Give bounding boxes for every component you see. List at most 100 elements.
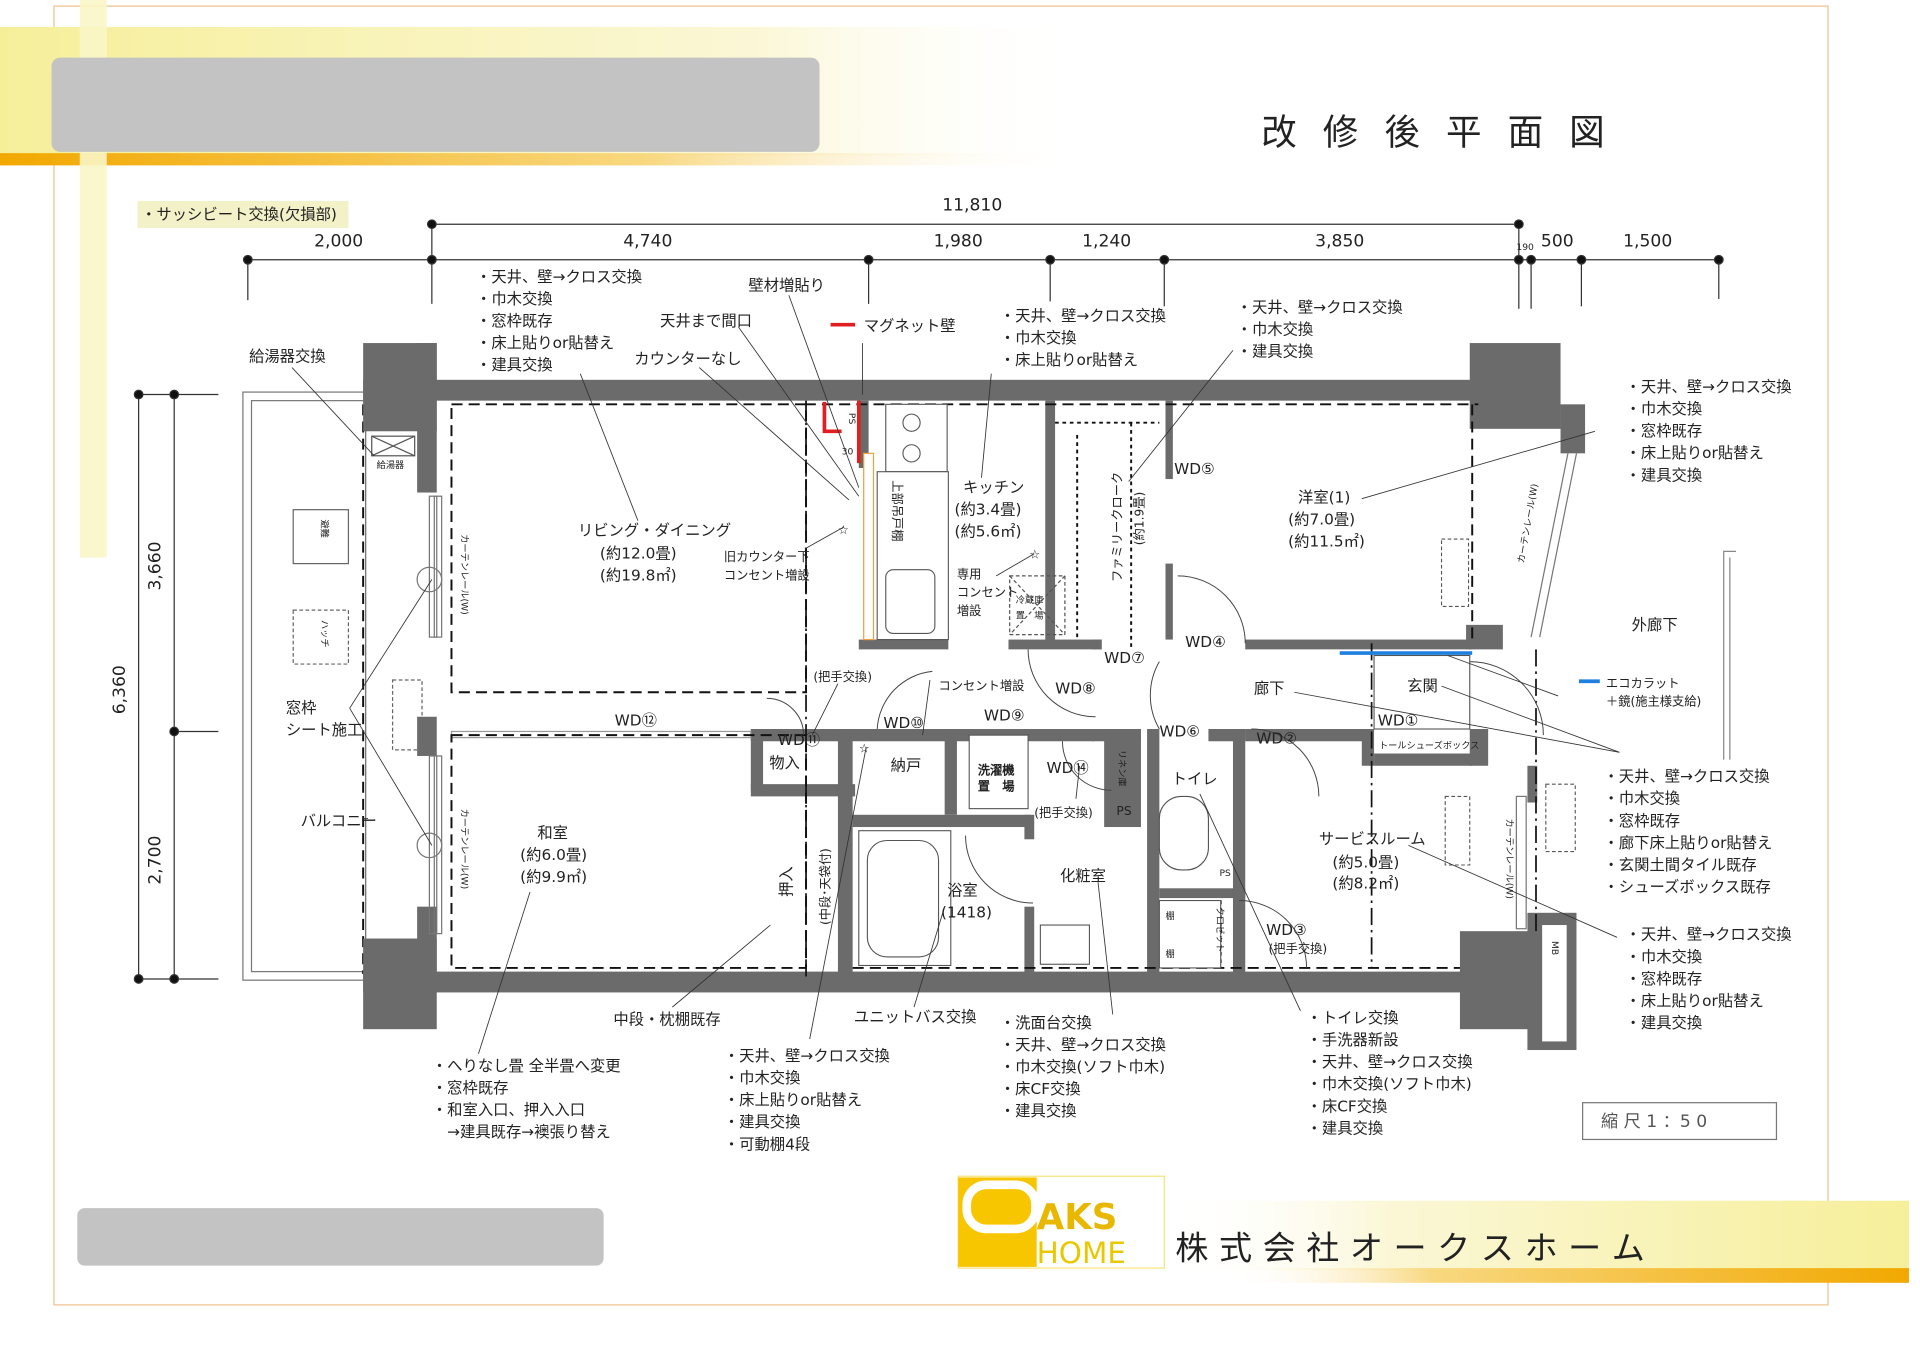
dim-top-1: 4,740 <box>623 231 672 251</box>
note-toilet: ・トイレ交換・手洗器新設・天井、壁→クロス交換・巾木交換(ソフト巾木)・床CF交… <box>1307 1009 1473 1137</box>
room-western1-tatami: (約7.0畳) <box>1288 510 1355 528</box>
room-living-name: リビング・ダイニング <box>578 521 731 539</box>
door-wd3: WD③ <box>1266 921 1307 939</box>
note-service: ・天井、壁→クロス交換・巾木交換・窓枠既存・床上貼りor貼替え・建具交換 <box>1626 926 1792 1032</box>
callout-shelf-existing: 中段・枕棚既存 <box>613 1010 720 1028</box>
note-line: ・和室入口、押入入口 <box>432 1101 585 1119</box>
note-line: ・手洗器新設 <box>1307 1031 1399 1049</box>
mb-label: MB <box>1549 941 1560 955</box>
note-line: ・可動棚4段 <box>724 1135 810 1153</box>
note-line: ・天井、壁→クロス交換 <box>1000 307 1166 325</box>
room-washitsu-name: 和室 <box>537 824 568 842</box>
note-line: ・窓枠既存 <box>476 312 553 330</box>
room-living-tatami: (約12.0畳) <box>600 545 677 563</box>
room-family-closet-name: ファミリークローク <box>1110 472 1124 582</box>
dim-top-2: 1,980 <box>934 231 983 251</box>
company-logo: AKS HOME <box>957 1175 1165 1270</box>
footer-placeholder-box <box>77 1208 604 1266</box>
door-wd3-handle: (把手交換) <box>1269 941 1328 956</box>
note-line: ・天井、壁→クロス交換 <box>1626 378 1792 396</box>
water-heater-label: 給湯器 <box>377 459 405 471</box>
note-line: ・窓枠既存 <box>1626 970 1703 988</box>
note-line: ・洗面台交換 <box>1000 1014 1092 1032</box>
footer-yellow-band <box>1165 1200 1909 1271</box>
room-boundaries <box>450 400 1537 981</box>
note-line: ・床上貼りor貼替え <box>1626 444 1764 462</box>
sash-note: ・サッシビート交換(欠損部) <box>141 205 337 223</box>
magnet-wall-mark <box>822 400 861 464</box>
leader-lines <box>291 295 1620 1054</box>
star-old-counter: ☆ <box>838 523 849 537</box>
note-line: ・窓枠既存 <box>1603 812 1680 830</box>
ecocarat-label: エコカラット <box>1606 676 1680 690</box>
note-line: ・床上貼りor貼替え <box>476 334 614 352</box>
note-line: ・建具交換 <box>1237 343 1314 361</box>
note-line: ・窓枠既存 <box>1626 422 1703 440</box>
note-living: ・天井、壁→クロス交換・巾木交換・窓枠既存・床上貼りor貼替え・建具交換 <box>476 268 642 374</box>
fixtures <box>858 403 1576 969</box>
water-heater-box <box>371 435 416 457</box>
room-vanity: 化粧室 <box>1060 867 1106 885</box>
note-storage: ・天井、壁→クロス交換・巾木交換・床上貼りor貼替え・建具交換・可動棚4段 <box>724 1047 890 1153</box>
sash-note-highlight <box>137 200 349 228</box>
page-title: 改 修 後 平 面 図 <box>1261 113 1612 154</box>
room-family-closet-tatami: (約1.9畳) <box>1131 492 1146 546</box>
note-line: ・巾木交換(ソフト巾木) <box>1307 1075 1472 1093</box>
room-service-area: (約8.2㎡) <box>1332 874 1399 892</box>
dim-top-0: 2,000 <box>314 231 363 251</box>
ps-label-2: PS <box>846 413 857 425</box>
door-wd12: WD⑫ <box>615 711 657 729</box>
note-line: ・巾木交換 <box>476 290 553 308</box>
room-western1-name: 洋室(1) <box>1298 488 1350 506</box>
note-line: ・巾木交換 <box>1626 400 1703 418</box>
note-line: ・床上貼りor貼替え <box>724 1091 862 1109</box>
note-line: ・床上貼りor貼替え <box>1000 351 1138 369</box>
dim-top-6: 500 <box>1541 231 1574 251</box>
note-line: ・巾木交換(ソフト巾木) <box>1000 1058 1165 1076</box>
callout-window-sheet-1: 窓枠 <box>286 699 317 717</box>
note-line: ・天井、壁→クロス交換 <box>1237 298 1403 316</box>
note-line: ・巾木交換 <box>1603 790 1680 808</box>
shelf-label-2: 棚 <box>1165 948 1174 960</box>
room-storage: 納戸 <box>891 757 922 775</box>
callout-outlet-1: 専用 <box>957 567 982 581</box>
note-line: ・天井、壁→クロス交換 <box>1626 926 1792 944</box>
note-line: →建具既存→襖張り替え <box>432 1123 611 1141</box>
star-dedicated-outlet: ☆ <box>1029 548 1040 562</box>
dim-top-3: 1,240 <box>1082 231 1131 251</box>
room-laundry-1: 洗濯機 <box>978 762 1016 777</box>
note-line: ・天井、壁→クロス交換 <box>476 268 642 286</box>
note-line: ・トイレ交換 <box>1307 1009 1399 1027</box>
dim-left-0: 3,660 <box>146 541 166 590</box>
door-wd6: WD⑥ <box>1159 722 1200 740</box>
svg-text:AKS: AKS <box>1037 1197 1118 1238</box>
dimension-lines <box>133 219 1724 984</box>
note-line: ・廊下床上貼りor貼替え <box>1603 834 1772 852</box>
note-line: ・建具交換 <box>1000 1102 1077 1120</box>
dim-left-1: 2,700 <box>146 836 166 885</box>
room-western1-area: (約11.5㎡) <box>1288 532 1365 550</box>
door-wd11: WD⑪ <box>778 731 820 749</box>
room-laundry-2: 置 場 <box>978 778 1016 793</box>
sheet-frame <box>53 5 1829 1306</box>
note-entrance: ・天井、壁→クロス交換・巾木交換・窓枠既存・廊下床上貼りor貼替え・玄関土間タイ… <box>1603 768 1772 896</box>
callout-opening: 天井まで間口 <box>660 312 752 330</box>
note-line: ・建具交換 <box>724 1113 801 1131</box>
note-line: ・建具交換 <box>1626 1014 1703 1032</box>
room-hallway: 廊下 <box>1254 679 1285 697</box>
walls <box>363 343 1586 1051</box>
scale-box <box>1582 1102 1778 1141</box>
callout-old-counter-1: 旧カウンター下 <box>724 550 810 564</box>
room-linen: リネン庫 <box>1116 750 1128 787</box>
note-line: ・床上貼りor貼替え <box>1626 992 1764 1010</box>
hatch-label-2: ハッチ <box>318 620 329 648</box>
curtain-rail-4: カーテンレール(W) <box>1504 818 1515 899</box>
outer-corridor-lines <box>1723 550 1736 760</box>
note-kitchen: ・天井、壁→クロス交換・巾木交換・床上貼りor貼替え <box>1000 307 1166 369</box>
door-wd2: WD② <box>1256 730 1297 748</box>
callout-outlet-add: コンセント増設 <box>939 678 1025 693</box>
room-oshiire: 押入 <box>777 866 795 897</box>
note-line: ・巾木交換 <box>724 1069 801 1087</box>
room-closet: クロゼット <box>1214 907 1226 953</box>
